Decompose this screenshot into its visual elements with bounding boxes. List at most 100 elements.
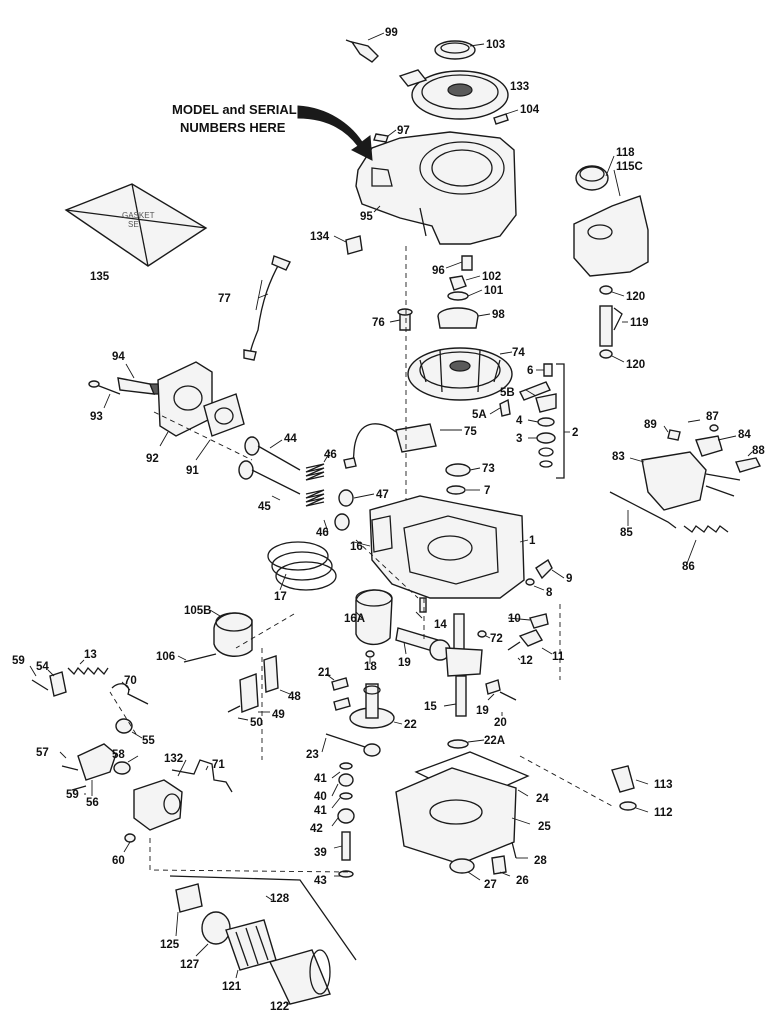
part-60-sketch bbox=[124, 833, 136, 843]
part-label-132: 132 bbox=[164, 753, 183, 765]
part-55-sketch bbox=[115, 718, 133, 734]
part-41b-sketch bbox=[339, 792, 353, 800]
part-120b-sketch bbox=[599, 349, 613, 359]
part-6-sketch bbox=[543, 363, 553, 377]
part-label-71: 71 bbox=[212, 759, 225, 771]
part-22-sketch bbox=[349, 683, 395, 729]
part-97-sketch bbox=[373, 133, 389, 143]
part-label-56: 56 bbox=[86, 797, 99, 809]
part-label-91: 91 bbox=[186, 465, 199, 477]
part-label-20: 20 bbox=[494, 717, 507, 729]
part-8-sketch bbox=[525, 578, 535, 586]
part-label-128: 128 bbox=[270, 893, 290, 905]
part-label-106: 106 bbox=[156, 651, 175, 663]
package-text-line2: SE bbox=[128, 220, 139, 229]
part-15-sketch bbox=[445, 613, 483, 717]
part-86-sketch bbox=[683, 525, 729, 533]
part-label-5B: 5B bbox=[500, 387, 515, 399]
part-92-sketch bbox=[157, 361, 213, 437]
part-label-50: 50 bbox=[250, 717, 263, 729]
part-25-sketch bbox=[395, 767, 517, 865]
part-label-75: 75 bbox=[464, 426, 477, 438]
part-96-sketch bbox=[461, 255, 473, 271]
part-76-sketch bbox=[397, 308, 413, 331]
part-106-sketch bbox=[183, 653, 217, 663]
part-label-2: 2 bbox=[572, 427, 578, 439]
part-56-sketch bbox=[77, 743, 117, 781]
part-label-13: 13 bbox=[84, 649, 97, 661]
part-label-122: 122 bbox=[270, 1001, 289, 1013]
part-label-49: 49 bbox=[272, 709, 285, 721]
part-113-sketch bbox=[611, 765, 635, 793]
part-10-sketch bbox=[529, 613, 549, 629]
part-83-sketch bbox=[641, 451, 741, 511]
part-93-sketch bbox=[88, 380, 121, 395]
part-label-44: 44 bbox=[284, 433, 297, 445]
part-label-70: 70 bbox=[124, 675, 137, 687]
part-7-sketch bbox=[446, 485, 466, 495]
part-label-55: 55 bbox=[142, 735, 155, 747]
part-125-sketch bbox=[175, 883, 203, 913]
part-17-sketch bbox=[267, 541, 337, 591]
part-label-104: 104 bbox=[520, 104, 540, 116]
part-59b-sketch bbox=[71, 785, 87, 791]
part-label-135: 135 bbox=[90, 271, 110, 283]
part-48-sketch bbox=[263, 655, 279, 693]
part-28-sketch bbox=[511, 841, 517, 859]
part-label-57: 57 bbox=[36, 747, 49, 759]
part-label-45: 45 bbox=[258, 501, 271, 513]
leader-lines bbox=[29, 32, 753, 1005]
part-47-sketch bbox=[334, 489, 354, 531]
part-label-134: 134 bbox=[310, 231, 330, 243]
part-134-sketch bbox=[345, 235, 363, 255]
part-label-72: 72 bbox=[490, 633, 503, 645]
part-95-sketch bbox=[355, 131, 517, 245]
model-serial-callout: MODEL and SERIAL NUMBERS HERE bbox=[172, 102, 373, 161]
bracket-128 bbox=[169, 875, 357, 961]
part-label-46b: 46 bbox=[316, 527, 329, 539]
part-label-7: 7 bbox=[484, 485, 490, 497]
part-label-95: 95 bbox=[360, 211, 373, 223]
model-serial-note-line1: MODEL and SERIAL bbox=[172, 102, 297, 117]
part-label-22A: 22A bbox=[484, 735, 505, 747]
part-102-sketch bbox=[449, 275, 467, 291]
part-label-9: 9 bbox=[566, 573, 572, 585]
part-label-115C: 115C bbox=[616, 161, 643, 173]
part-label-3: 3 bbox=[516, 433, 522, 445]
part-label-28: 28 bbox=[534, 855, 547, 867]
part-13-sketch bbox=[67, 666, 109, 676]
part-91-sketch bbox=[203, 393, 245, 437]
part-label-27: 27 bbox=[484, 879, 497, 891]
part-label-60: 60 bbox=[112, 855, 125, 867]
callout-arrow bbox=[297, 105, 373, 161]
part-133-sketch bbox=[398, 69, 509, 120]
part-label-99: 99 bbox=[385, 27, 398, 39]
part-40-sketch bbox=[338, 773, 354, 787]
part-label-89: 89 bbox=[644, 419, 657, 431]
part-101-sketch bbox=[447, 291, 469, 301]
part-112-sketch bbox=[619, 801, 637, 811]
part-46a-sketch bbox=[305, 463, 325, 481]
part-50-sketch bbox=[227, 705, 241, 713]
part-23-sketch bbox=[325, 733, 381, 757]
part-label-120b: 120 bbox=[626, 359, 645, 371]
part-72-sketch bbox=[477, 630, 487, 638]
part-49-sketch bbox=[239, 673, 259, 713]
part-19b-sketch bbox=[485, 679, 501, 695]
part-73-sketch bbox=[445, 463, 471, 477]
part-94-sketch bbox=[117, 377, 161, 395]
part-9-sketch bbox=[535, 558, 553, 580]
part-label-12: 12 bbox=[520, 655, 533, 667]
part-label-102: 102 bbox=[482, 271, 501, 283]
part-label-125: 125 bbox=[160, 939, 180, 951]
part-label-25: 25 bbox=[538, 821, 551, 833]
model-serial-note-line2: NUMBERS HERE bbox=[180, 120, 286, 135]
bracket-2 bbox=[556, 363, 565, 479]
part-label-42: 42 bbox=[310, 823, 323, 835]
part-39-sketch bbox=[341, 831, 351, 861]
part-5B-sketch bbox=[519, 381, 557, 413]
part-label-77: 77 bbox=[218, 293, 231, 305]
part-122-sketch bbox=[269, 949, 331, 1005]
part-label-1: 1 bbox=[529, 535, 536, 547]
